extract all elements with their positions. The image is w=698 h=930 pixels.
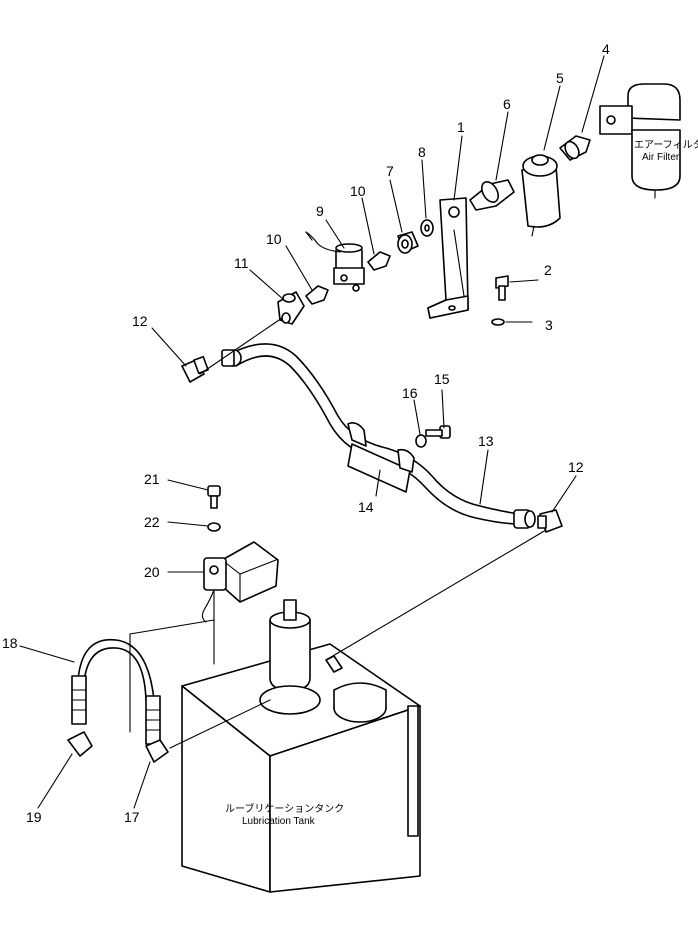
part-9-solenoid-valve [305, 231, 365, 292]
callout-10-upper: 10 [350, 183, 366, 199]
part-10-nipple-upper [367, 251, 391, 271]
tank-caption-en: Lubrication Tank [242, 816, 316, 827]
part-1-bracket [427, 197, 469, 319]
lubrication-tank: ルーブリケーションタンク Lubrication Tank [181, 599, 421, 893]
part-6-connector [469, 179, 515, 211]
part-7-nut [397, 231, 419, 254]
callout-22: 22 [144, 514, 160, 530]
callout-8: 8 [418, 144, 426, 160]
callout-13: 13 [478, 433, 494, 449]
callout-12-right: 12 [568, 459, 584, 475]
air-filter-caption-en: Air Filter [642, 152, 680, 163]
part-13-hose [221, 343, 536, 529]
callout-14: 14 [358, 499, 374, 515]
callout-17: 17 [124, 809, 140, 825]
callout-11: 11 [234, 255, 249, 271]
air-filter: エアーフィルタ Air Filter [599, 83, 698, 199]
part-17-elbow [145, 739, 169, 763]
part-12-fitting-left [181, 355, 209, 383]
callout-21: 21 [144, 471, 160, 487]
leader-lines [19, 55, 605, 809]
callout-3: 3 [545, 317, 553, 333]
callout-18: 18 [2, 635, 18, 651]
callout-15: 15 [434, 371, 450, 387]
part-15-bolt [425, 425, 451, 439]
callout-10-lower: 10 [266, 231, 282, 247]
callout-2: 2 [544, 262, 552, 278]
air-filter-caption-jp: エアーフィルタ [634, 139, 698, 151]
part-5-filter [521, 154, 561, 237]
part-21-bolt [207, 485, 221, 509]
callout-16: 16 [402, 385, 418, 401]
part-20-solenoid-valve [201, 541, 279, 637]
part-4-nipple [559, 135, 591, 161]
part-12-fitting-right [537, 509, 563, 533]
tank-caption-jp: ルーブリケーションタンク [225, 802, 344, 815]
part-3-washer [491, 318, 505, 326]
callout-5: 5 [556, 70, 564, 86]
part-18-hose [71, 638, 161, 745]
callout-6: 6 [503, 96, 511, 112]
callout-7: 7 [386, 163, 394, 179]
part-22-washer [207, 522, 221, 532]
callout-labels: 1 2 3 4 5 6 7 8 9 10 10 11 12 12 13 14 1… [2, 41, 610, 825]
callout-12-left: 12 [132, 313, 148, 329]
callout-19: 19 [26, 809, 42, 825]
callout-1: 1 [457, 119, 465, 135]
part-19-elbow [67, 731, 93, 757]
part-10-nipple-lower [305, 285, 329, 305]
callout-4: 4 [602, 41, 610, 57]
part-11-elbow [277, 291, 305, 325]
part-14-clamp [347, 422, 415, 493]
part-8-washer [420, 219, 434, 237]
part-2-bolt [495, 275, 509, 301]
callout-20: 20 [144, 564, 160, 580]
callout-9: 9 [316, 203, 324, 219]
connection-lines [129, 317, 547, 749]
part-16-washer [415, 434, 427, 448]
